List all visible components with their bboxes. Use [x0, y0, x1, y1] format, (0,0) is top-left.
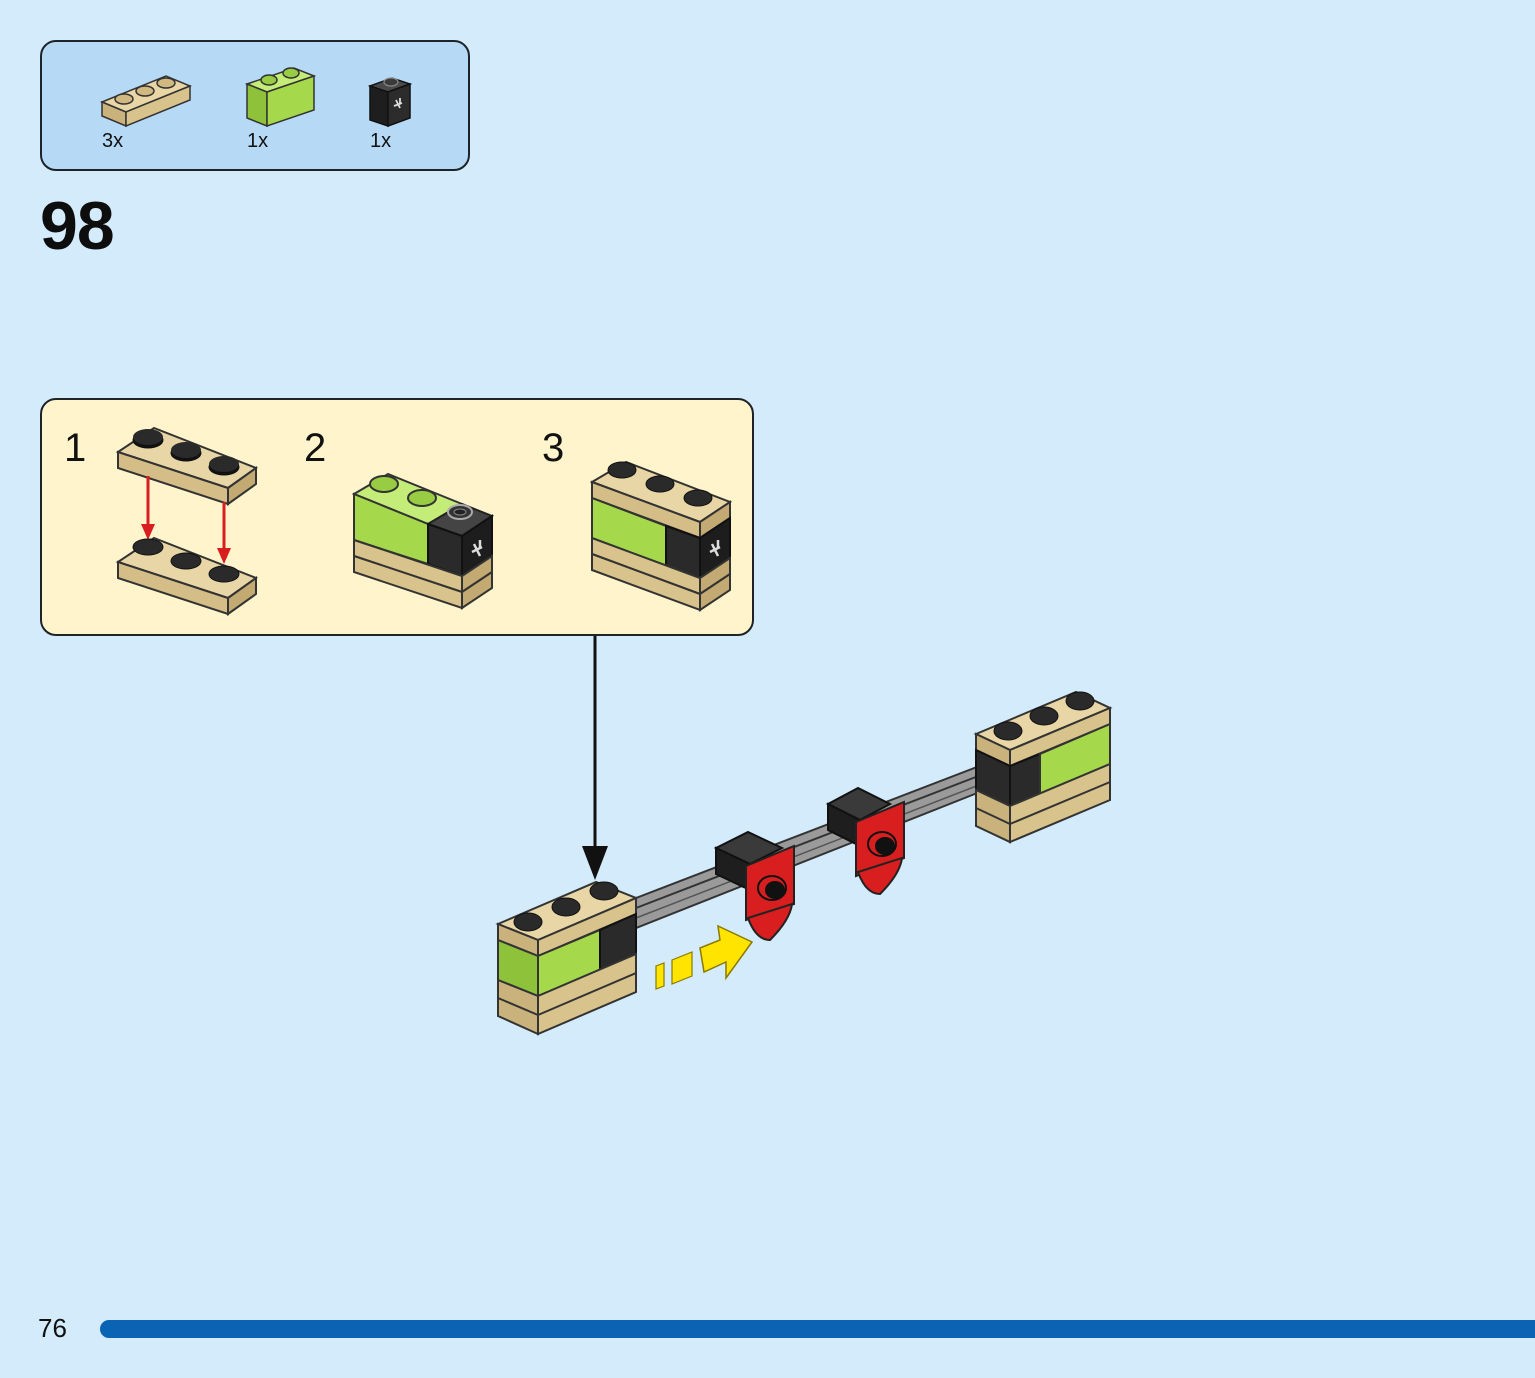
- page-progress-bar: [100, 1320, 1535, 1338]
- lime-brick-icon: [244, 67, 317, 128]
- sub-step-3-number: 3: [542, 426, 565, 470]
- clip-holder-1: [713, 830, 795, 942]
- right-module: [973, 690, 1113, 844]
- sub-step-1-illustration: [115, 426, 259, 616]
- sub-step-1-number: 1: [64, 426, 87, 470]
- black-brick-quantity: 1x: [370, 130, 392, 152]
- left-module: [495, 880, 639, 1036]
- tan-plate-quantity: 3x: [102, 130, 124, 152]
- tan-plate-icon: [100, 75, 192, 128]
- motion-arrow-icon: [655, 924, 754, 990]
- black-clip-brick-icon: [367, 77, 413, 128]
- gray-bar: [635, 760, 1002, 930]
- sub-step-2-illustration: [352, 472, 495, 610]
- lime-brick-quantity: 1x: [247, 130, 269, 152]
- sub-assembly-callout: 1 2 3: [40, 398, 754, 636]
- callout-leader-arrowhead: [582, 846, 608, 880]
- sub-step-2-number: 2: [304, 426, 327, 470]
- parts-list-callout: 3x 1x 1x: [40, 40, 470, 171]
- step-number: 98: [40, 188, 115, 264]
- sub-step-3-illustration: [590, 460, 733, 612]
- clip-holder-2: [825, 786, 905, 896]
- page-number: 76: [38, 1313, 67, 1343]
